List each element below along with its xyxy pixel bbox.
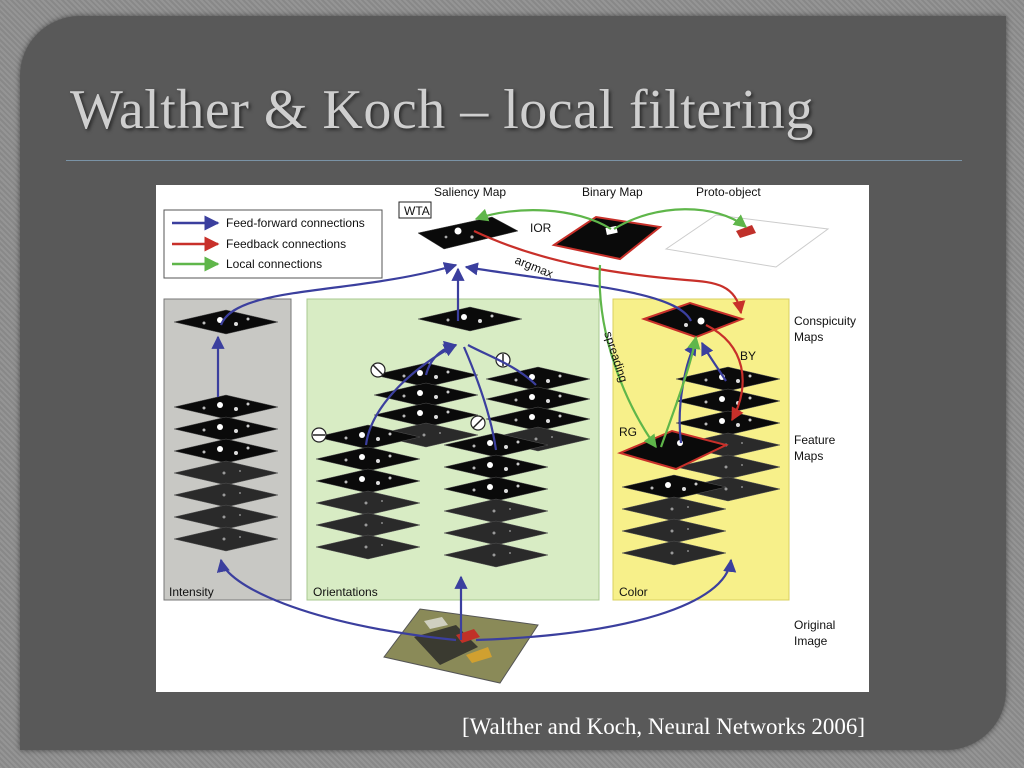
conspicuity-maps-label-line1: Conspicuity	[794, 314, 856, 328]
conspicuity-maps-label-line2: Maps	[794, 330, 823, 344]
orientation-45-icon	[370, 362, 386, 378]
title-underline	[66, 160, 962, 161]
wta-box	[398, 201, 432, 219]
orientation-0-icon	[311, 427, 327, 443]
legend-local-label: Local connections	[226, 257, 322, 271]
saliency-map-label: Saliency Map	[434, 185, 506, 199]
original-image-label-line1: Original	[794, 618, 835, 632]
proto-object-label: Proto-object	[696, 185, 761, 199]
feed-forward-connections	[211, 262, 737, 642]
legend-feedback-label: Feedback connections	[226, 237, 346, 251]
saliency-map	[417, 216, 519, 250]
feedback-connections	[473, 230, 746, 422]
ior-label: IOR	[530, 221, 552, 235]
citation: [Walther and Koch, Neural Networks 2006]	[462, 714, 866, 739]
proto-object-map	[664, 214, 830, 268]
feature-maps-label-line2: Maps	[794, 449, 823, 463]
by-label: BY	[740, 349, 756, 363]
original-image	[383, 608, 539, 684]
orientation-135-icon	[470, 415, 486, 431]
binary-map-label: Binary Map	[582, 185, 643, 199]
local-connections	[474, 208, 748, 449]
color-label: Color	[619, 585, 648, 599]
binary-map	[551, 215, 663, 261]
intensity-label: Intensity	[169, 585, 214, 599]
legend-feed-forward-label: Feed-forward connections	[226, 216, 365, 230]
original-image-label-line2: Image	[794, 634, 828, 648]
color-conspicuity-map	[640, 301, 746, 339]
rg-label: RG	[619, 425, 637, 439]
figure-svg: Feed-forward connections Feedback connec…	[163, 185, 856, 684]
legend: Feed-forward connections Feedback connec…	[163, 209, 383, 279]
slide-title: Walther & Koch – local filtering	[70, 79, 814, 141]
feature-maps-label-line1: Feature	[794, 433, 836, 447]
orientations-label: Orientations	[313, 585, 378, 599]
wta-label: WTA	[404, 204, 430, 218]
architecture-figure: Feed-forward connections Feedback connec…	[156, 185, 869, 692]
